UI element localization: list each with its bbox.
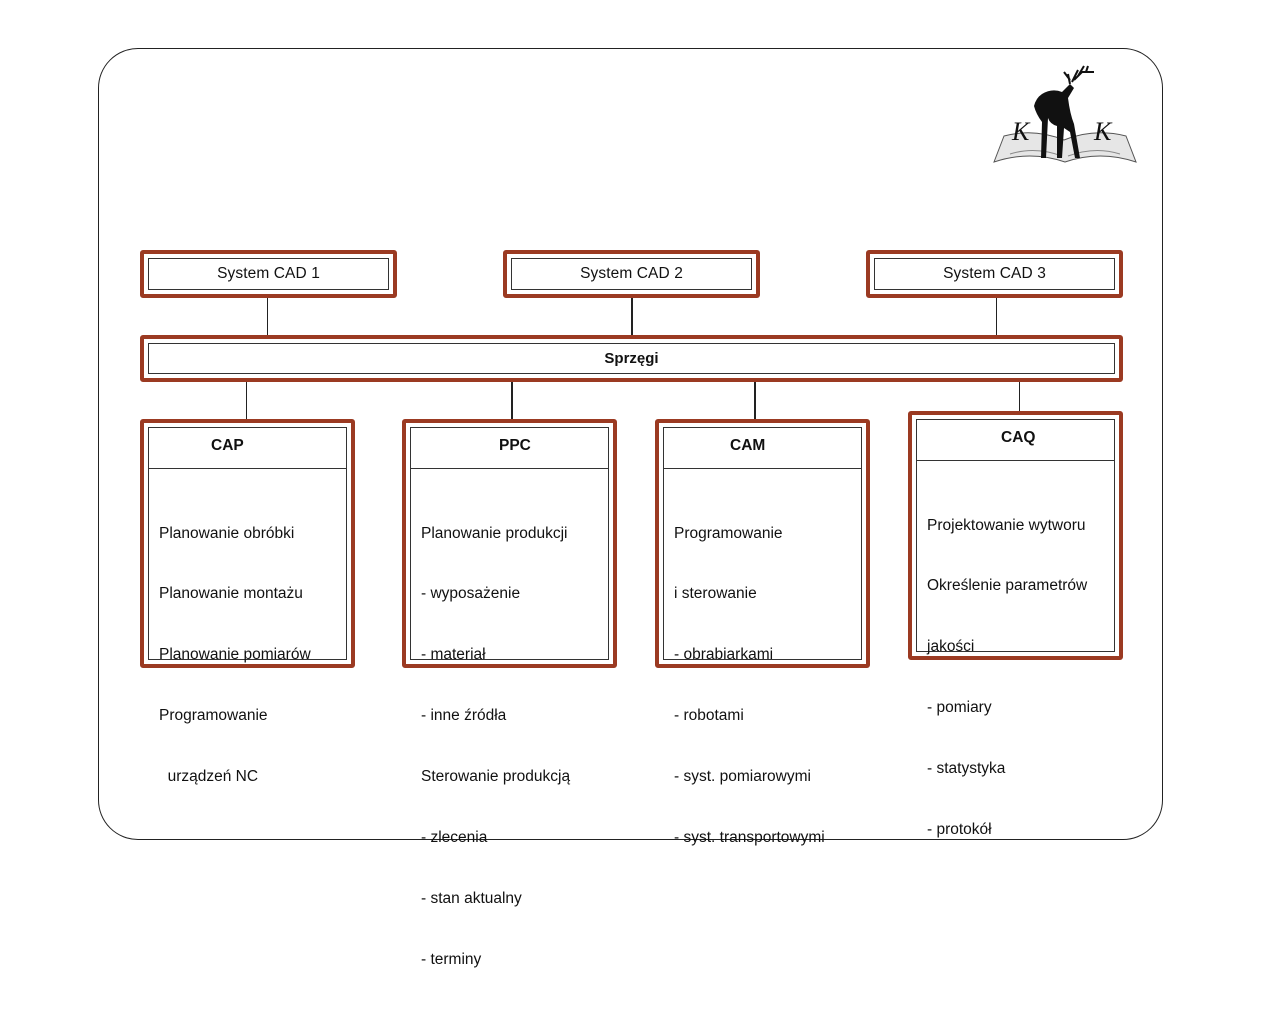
caq-module-box: CAQ Projektowanie wytworu Określenie par… — [908, 411, 1123, 838]
list-item: - terminy — [421, 950, 482, 968]
list-item: Planowanie montażu — [159, 585, 303, 603]
system-cad-1-box: System CAD 1 — [140, 250, 397, 298]
cam-module-items: Programowanie i sterowanie - obrabiarkam… — [674, 483, 859, 889]
cam-module-box: CAM Programowanie i sterowanie - obrabia… — [655, 419, 870, 846]
list-item: - materiał — [421, 646, 486, 664]
system-cad-2-box: System CAD 2 — [503, 250, 760, 298]
list-item: Określenie parametrów — [927, 577, 1088, 595]
slide-frame — [98, 48, 1163, 840]
cap-module-box: CAP Planowanie obróbki Planowanie montaż… — [140, 419, 355, 785]
connector-bus-caq — [1019, 382, 1020, 411]
connector-cad2-bus — [631, 298, 633, 335]
list-item: - syst. transportowymi — [674, 829, 825, 847]
list-item: Projektowanie wytworu — [927, 516, 1086, 534]
list-item: - syst. pomiarowymi — [674, 768, 811, 786]
cap-module-title: CAP — [211, 437, 244, 454]
list-item: Sterowanie produkcją — [421, 768, 571, 786]
list-item: - stan aktualny — [421, 889, 522, 907]
caq-module-title: CAQ — [1001, 429, 1036, 446]
list-item: - robotami — [674, 707, 744, 725]
list-item: Planowanie produkcji — [421, 524, 568, 542]
university-deer-book-logo: K K — [993, 65, 1137, 163]
list-item: - protokół — [927, 821, 992, 839]
connector-cad3-bus — [996, 298, 997, 335]
system-cad-3-box: System CAD 3 — [866, 250, 1123, 298]
list-item: - inne źródła — [421, 707, 507, 725]
list-item: Programowanie — [674, 524, 783, 542]
ppc-module-items: Planowanie produkcji - wyposażenie - mat… — [421, 483, 606, 1011]
connector-bus-cam — [754, 382, 756, 419]
list-item: - pomiary — [927, 699, 992, 717]
connector-bus-ppc — [511, 382, 513, 419]
list-item: - zlecenia — [421, 829, 488, 847]
cap-module-items: Planowanie obróbki Planowanie montażu Pl… — [159, 483, 344, 828]
list-item: - obrabiarkami — [674, 646, 774, 664]
logo-letter-right: K — [1093, 117, 1113, 146]
sprzegi-bus-box: Sprzęgi — [140, 335, 1123, 382]
system-cad-1-label: System CAD 1 — [217, 265, 320, 282]
list-item: jakości — [927, 638, 975, 656]
list-item: - wyposażenie — [421, 585, 521, 603]
list-item: - statystyka — [927, 760, 1006, 778]
list-item: i sterowanie — [674, 585, 757, 603]
logo-letter-left: K — [1011, 117, 1031, 146]
system-cad-3-label: System CAD 3 — [943, 265, 1046, 282]
ppc-module-title: PPC — [499, 437, 531, 454]
list-item: Programowanie — [159, 707, 268, 725]
list-item: urządzeń NC — [159, 768, 259, 786]
caq-module-items: Projektowanie wytworu Określenie paramet… — [927, 475, 1112, 881]
list-item: Planowanie obróbki — [159, 524, 295, 542]
list-item: Planowanie pomiarów — [159, 646, 311, 664]
system-cad-2-label: System CAD 2 — [580, 265, 683, 282]
sprzegi-bus-label: Sprzęgi — [604, 350, 659, 367]
ppc-module-box: PPC Planowanie produkcji - wyposażenie -… — [402, 419, 617, 968]
connector-bus-cap — [246, 382, 247, 419]
connector-cad1-bus — [267, 298, 268, 335]
cam-module-title: CAM — [730, 437, 766, 454]
